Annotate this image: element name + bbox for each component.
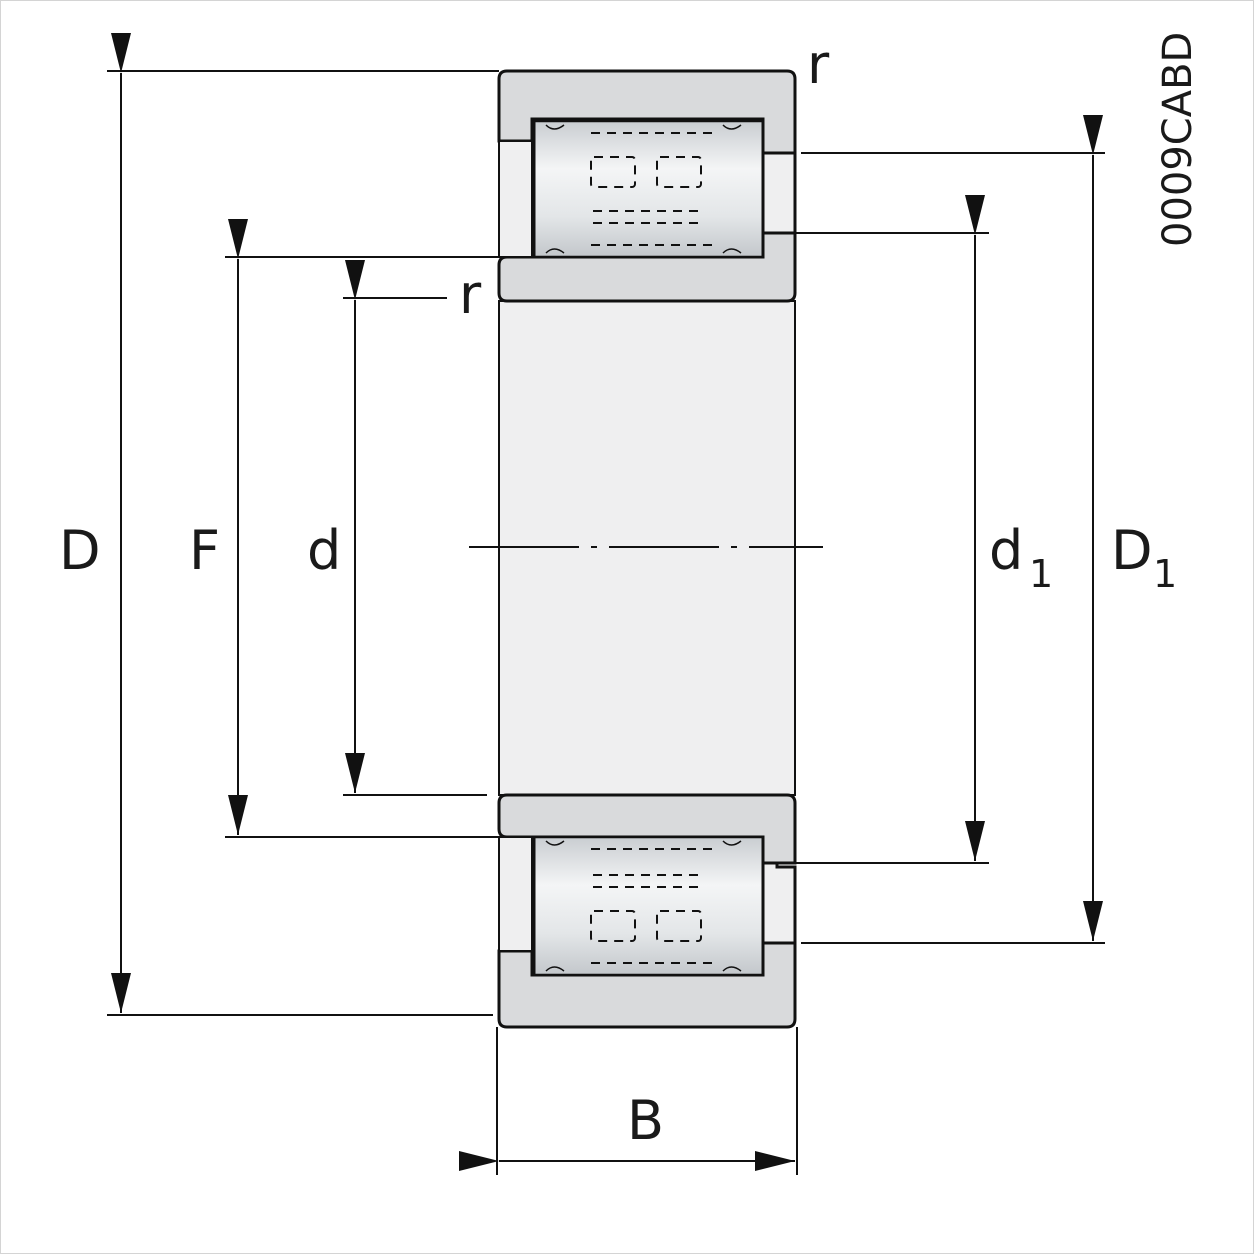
label-B: B bbox=[627, 1089, 664, 1152]
roller-bottom bbox=[532, 835, 765, 977]
inner-ring-top bbox=[497, 231, 797, 303]
label-d1: d bbox=[989, 519, 1023, 582]
label-d1-subscript: 1 bbox=[1029, 552, 1053, 596]
roller-top bbox=[532, 119, 765, 259]
label-r-inner: r bbox=[459, 263, 482, 326]
outer-ring-top bbox=[497, 69, 797, 155]
drawing-code: 0009CABD bbox=[1155, 32, 1201, 247]
outer-ring-top-lip bbox=[761, 151, 797, 239]
gap-top bbox=[498, 140, 533, 258]
label-D1: D bbox=[1111, 519, 1153, 582]
gap-bottom bbox=[498, 836, 533, 952]
outer-ring-bottom-lip bbox=[761, 861, 797, 945]
label-d: d bbox=[307, 519, 341, 582]
label-F: F bbox=[189, 519, 220, 582]
label-D: D bbox=[59, 519, 101, 582]
label-D1-subscript: 1 bbox=[1153, 552, 1177, 596]
label-r-top: r bbox=[807, 33, 830, 96]
